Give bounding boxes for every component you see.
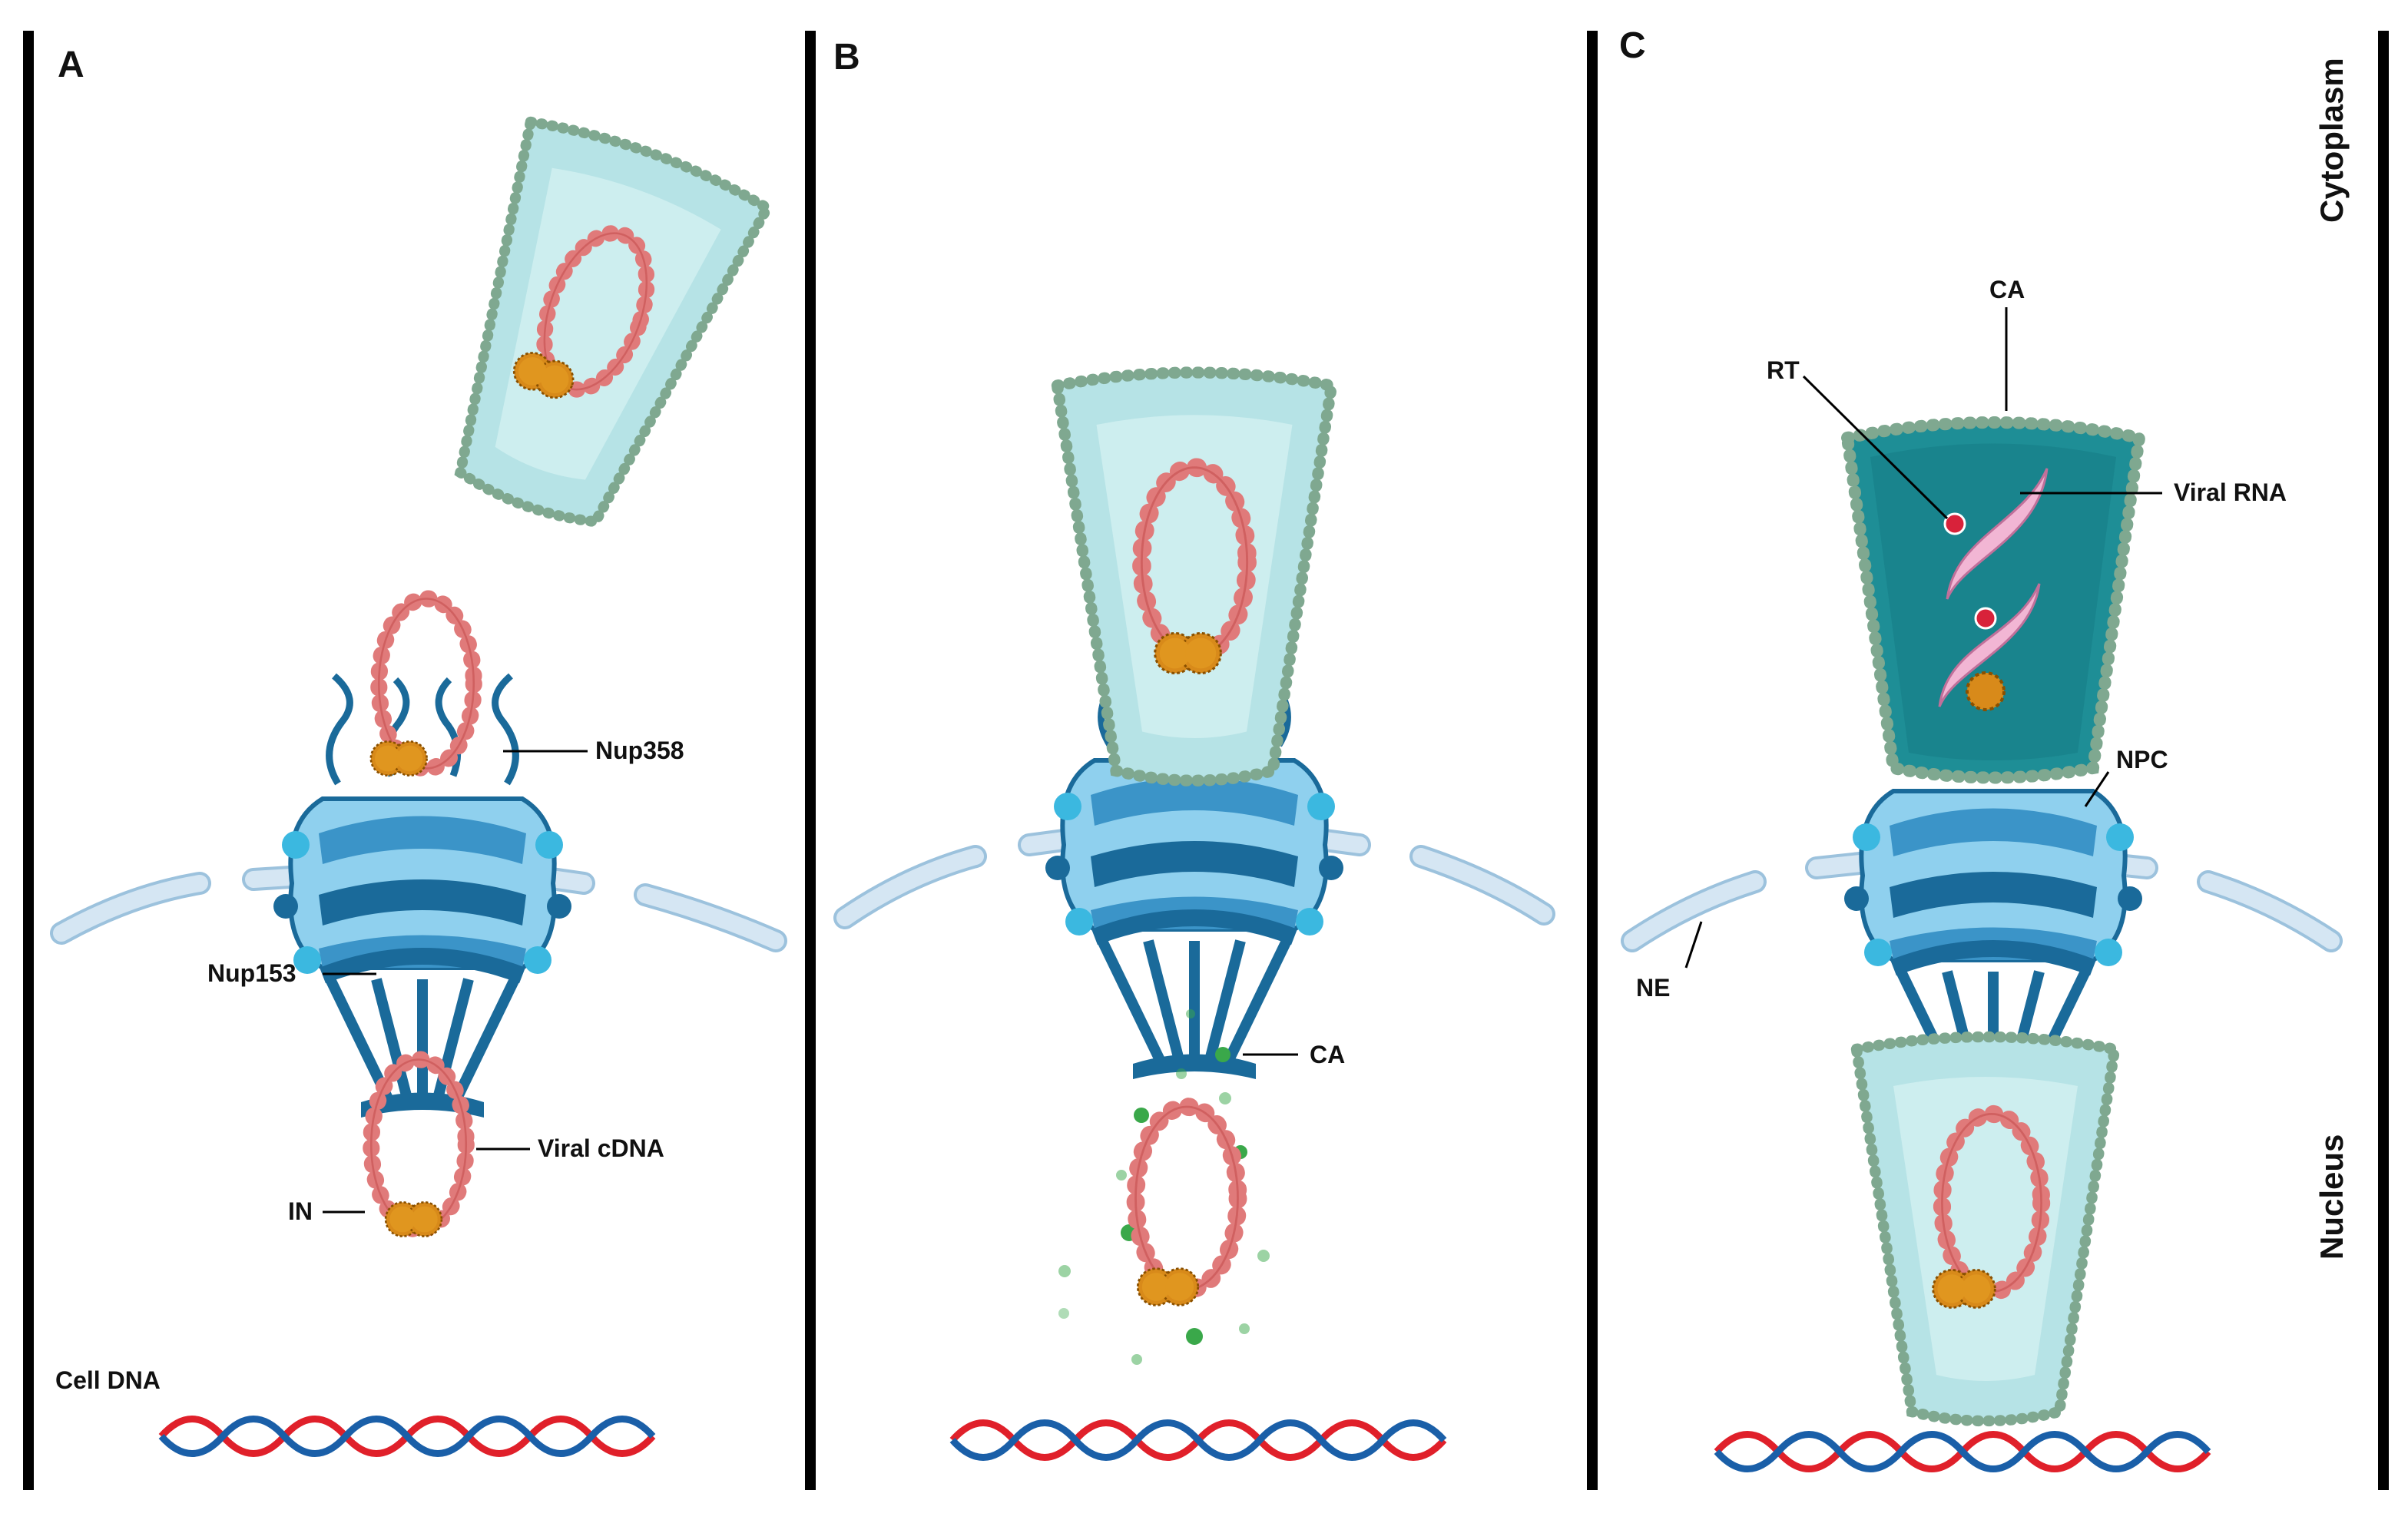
label-ca-b: CA: [1310, 1041, 1345, 1068]
label-nup358: Nup358: [595, 737, 684, 764]
cell-dna-c: [1717, 1435, 2208, 1469]
cell-dna-b: [952, 1423, 1444, 1458]
label-in: IN: [288, 1197, 313, 1225]
label-cell-dna: Cell DNA: [55, 1366, 161, 1394]
panel-borders: [23, 31, 2389, 1490]
free-ca-dots: [1058, 1009, 1270, 1365]
nuclear-envelope-a: [50, 864, 787, 952]
panel-b: CA: [833, 373, 1555, 1458]
label-cytoplasm: Cytoplasm: [2314, 58, 2350, 223]
cdna-free-b: [1136, 1107, 1238, 1306]
cdna-docked-a: [369, 599, 474, 776]
label-nucleus: Nucleus: [2314, 1134, 2350, 1260]
panel-a: Nup358 Nup153 Viral cDNA IN Cell DNA: [50, 111, 787, 1454]
label-rt: RT: [1767, 356, 1800, 384]
capsid-a: [406, 111, 771, 548]
label-ca-c: CA: [1989, 276, 2025, 303]
label-viral-cdna: Viral cDNA: [538, 1134, 664, 1162]
panel-c: CA RT Viral RNA NPC NE Cytoplasm Nucleus: [1621, 58, 2350, 1469]
panel-letter-c: C: [1619, 25, 1646, 66]
capsid-c: [1840, 416, 2146, 784]
panel-letter-a: A: [58, 45, 84, 85]
label-nup153: Nup153: [207, 959, 296, 987]
label-ne: NE: [1636, 974, 1670, 1002]
cell-dna-a: [161, 1419, 653, 1454]
label-npc: NPC: [2116, 746, 2168, 773]
panel-letter-b: B: [833, 37, 860, 78]
capsid-c-nucleus: [1857, 1037, 2115, 1421]
label-viral-rna: Viral RNA: [2174, 479, 2287, 506]
